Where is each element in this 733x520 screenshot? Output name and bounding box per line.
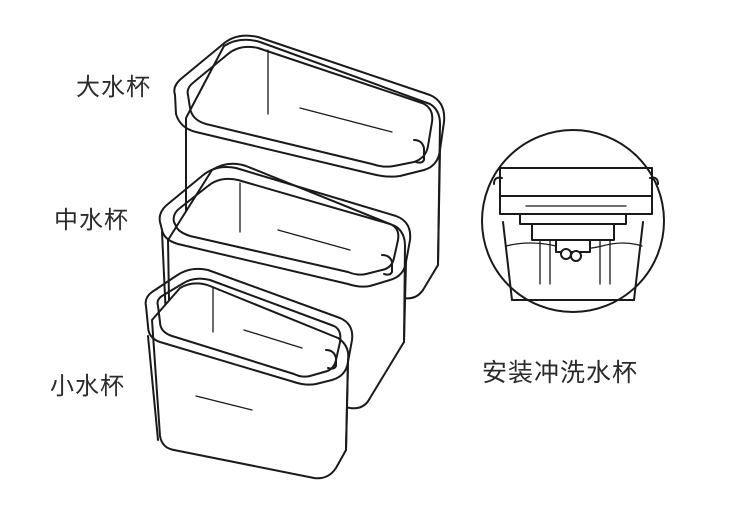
medium-cup-label: 中水杯 <box>54 206 129 234</box>
install-detail <box>481 129 665 313</box>
small-cup <box>144 267 354 480</box>
large-cup-label: 大水杯 <box>76 73 151 101</box>
install-caption: 安装冲洗水杯 <box>482 358 639 387</box>
small-cup-label: 小水杯 <box>50 372 125 400</box>
